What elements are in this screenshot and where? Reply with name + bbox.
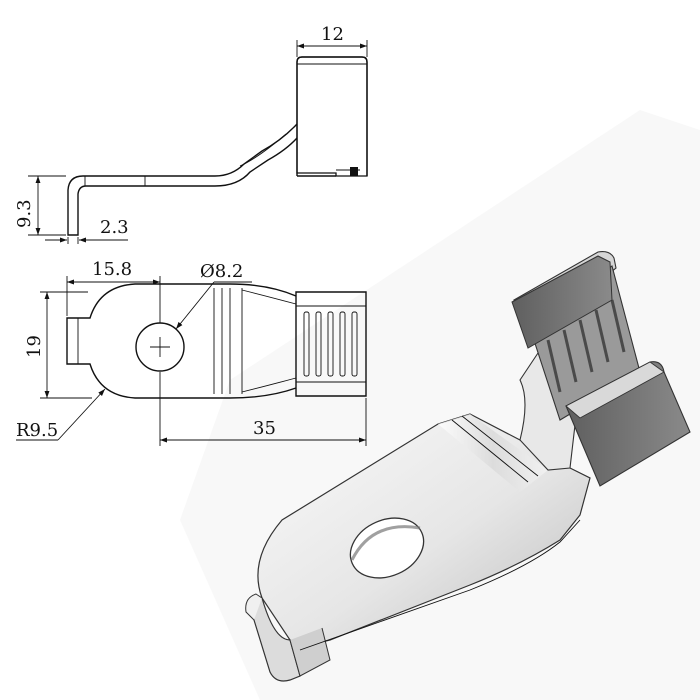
- dim-hole-diameter: Ø8.2: [175, 261, 252, 330]
- render-hole: [349, 517, 425, 579]
- dim-label-width: 19: [24, 335, 45, 358]
- dim-radius: R9.5: [16, 388, 106, 441]
- dim-label-top-width: 12: [321, 24, 344, 45]
- dim-label-length: 35: [253, 418, 276, 439]
- dim-thickness: 2.3: [45, 217, 129, 244]
- isometric-render: [245, 251, 691, 682]
- dim-hole-offset: 15.8: [66, 259, 161, 323]
- dim-label-side-height: 9.3: [14, 199, 35, 228]
- dim-length: 35: [159, 372, 367, 446]
- dim-label-hole-diameter: Ø8.2: [200, 261, 243, 282]
- dim-label-radius: R9.5: [16, 420, 58, 441]
- dim-side-height: 9.3: [14, 175, 66, 236]
- side-view: [67, 56, 368, 236]
- dim-width: 19: [24, 291, 92, 399]
- dim-label-hole-offset: 15.8: [92, 259, 132, 280]
- dim-top-width: 12: [296, 24, 368, 57]
- dim-label-thickness: 2.3: [100, 217, 129, 238]
